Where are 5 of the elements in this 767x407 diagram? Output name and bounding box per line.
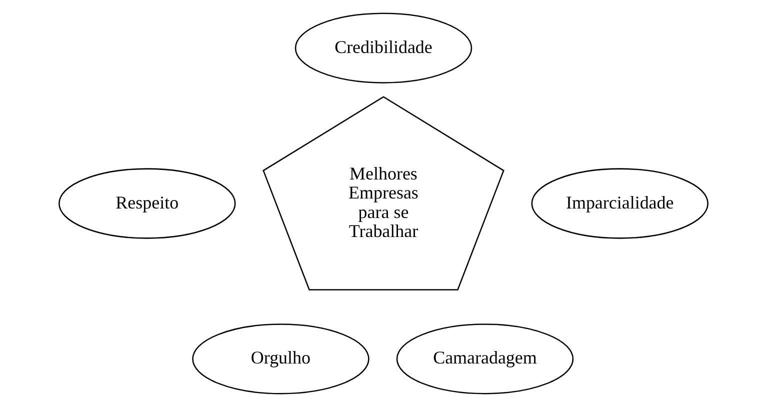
node-ellipse: Orgulho	[192, 324, 370, 394]
node-ellipse: Respeito	[58, 168, 236, 239]
node-ellipse: Imparcialidade	[531, 168, 708, 239]
node-ellipse: Camaradagem	[396, 324, 574, 394]
node-ellipse: Credibilidade	[294, 12, 472, 84]
